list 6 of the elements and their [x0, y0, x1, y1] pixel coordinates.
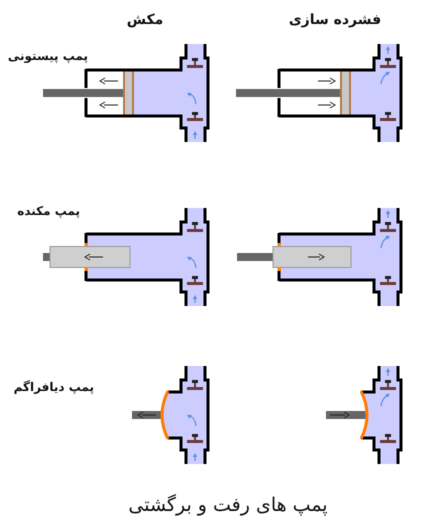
- row-label: پمپ پیستونی: [8, 49, 88, 63]
- row-label: پمپ دیافراگم: [14, 380, 94, 394]
- column-heading: فشرده سازی: [288, 12, 382, 28]
- row-label: پمپ مکنده: [17, 204, 80, 218]
- column-heading: مکش: [126, 12, 164, 28]
- caption: پمپ های رفت و برگشتی: [128, 494, 328, 516]
